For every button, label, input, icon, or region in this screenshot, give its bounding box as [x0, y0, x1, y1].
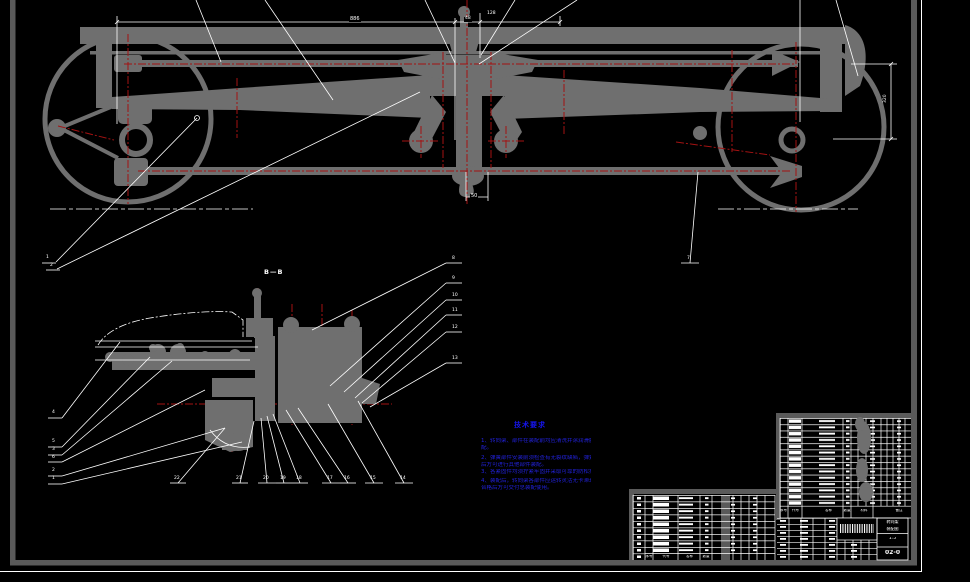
notes-title: 技术要求	[514, 421, 546, 429]
bom-header: 名称	[686, 555, 693, 558]
bom-header: 数量	[702, 555, 710, 558]
bom-header: 代号	[792, 509, 799, 512]
section-callout: 9	[452, 275, 455, 281]
section-callout: 14	[400, 475, 406, 481]
titleblock-sheet: 装配图	[886, 526, 899, 531]
section-callout: 8	[452, 255, 455, 261]
note-line: 2、弹簧部件安装前须检查有无裂纹缺陷，弹簧安装平稳	[481, 455, 591, 461]
bom-blobs	[855, 417, 873, 502]
note-line: 4、装配后，转向架各部件应运转灵活无卡滞现象，经检验	[481, 478, 591, 484]
section-callout: 22	[174, 475, 180, 481]
section-callout: 13	[452, 355, 458, 361]
section-callout: 3	[52, 447, 55, 452]
bom-header: 数量	[843, 509, 851, 512]
dim-upper: 128	[486, 11, 497, 17]
note-line: 后方可进行其他部件装配。	[481, 461, 548, 468]
titleblock-product: 转向架	[886, 520, 899, 524]
section-callout: 16	[344, 475, 350, 481]
top-view-parts	[42, 6, 887, 213]
note-line: 合格后方可交付总装配使用。	[481, 485, 553, 491]
title-block-linework	[629, 413, 917, 561]
titleblock-scale: 1:5	[888, 537, 897, 541]
section-callout: 5	[52, 439, 55, 444]
section-callout: 11	[452, 307, 458, 313]
dim-overall: 886	[349, 15, 361, 22]
bom-header: 材料	[860, 509, 868, 512]
white-lines	[42, 0, 897, 485]
dim-pin: 50	[470, 192, 479, 199]
section-callout: 6	[52, 454, 55, 460]
titleblock-drawing-no: 02-0	[884, 550, 900, 556]
section-callout: 4	[52, 410, 55, 415]
section-callout: 17	[327, 475, 333, 481]
section-callout: 1	[52, 476, 55, 481]
section-callout: 15	[370, 475, 376, 481]
section-callout: 18	[296, 475, 302, 481]
section-callout: 19	[280, 475, 286, 481]
dim-offset: 48	[464, 16, 472, 22]
callout-7: 7	[687, 255, 690, 261]
bom-header: 备注	[895, 509, 903, 512]
section-label: B—B	[264, 268, 284, 276]
callout-1: 1	[46, 255, 49, 260]
section-callout: 12	[452, 324, 458, 330]
bom-header: 序号	[780, 509, 787, 512]
note-line: 1、转向架、部件在装配前均应清洗并涂润滑脂，方可进行装	[481, 438, 591, 444]
callout-2: 2	[50, 262, 53, 268]
section-callout: 20	[263, 475, 269, 481]
dim-height: 320	[883, 93, 889, 104]
bom-header: 名称	[825, 509, 832, 512]
section-callout: 2	[52, 468, 55, 473]
note-line: 3、各紧固件均须拧紧牢固并采取可靠的防松措施。	[481, 469, 591, 475]
bom-header: 序号	[645, 555, 653, 558]
bom-header: 代号	[662, 555, 670, 558]
note-line: 配。	[481, 445, 493, 451]
section-callout: 10	[452, 292, 458, 298]
section-view-parts	[105, 288, 380, 452]
sheet-frame	[0, 0, 922, 572]
section-callout: 21	[236, 475, 242, 481]
